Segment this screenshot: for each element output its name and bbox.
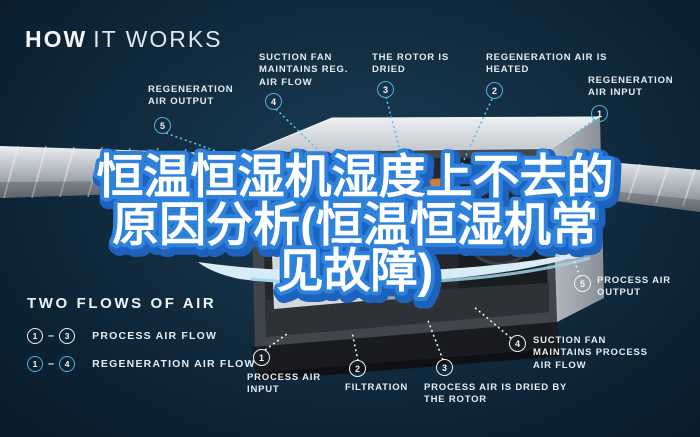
legend-row-label: REGENERATION AIR FLOW [92, 358, 256, 370]
step-number-badge: 4 [265, 93, 282, 110]
callout-process-air-dried: 3 PROCESS AIR IS DRIED BY THE ROTOR [424, 359, 584, 407]
callout-label: PROCESS AIR OUTPUT [597, 275, 671, 299]
callout-label: PROCESS AIR IS DRIED BY THE ROTOR [424, 382, 567, 406]
legend-title: TWO FLOWS OF AIR [27, 295, 217, 312]
legend-row-label: PROCESS AIR FLOW [92, 330, 218, 342]
callout-process-air-output: 5 PROCESS AIR OUTPUT [574, 275, 684, 300]
legend-row-process: 1 – 3 PROCESS AIR FLOW [27, 328, 217, 344]
legend-range-end: 4 [59, 356, 76, 372]
callout-label: FILTRATION [345, 382, 409, 393]
legend-range-end: 3 [59, 328, 76, 344]
step-number-badge: 2 [349, 360, 366, 377]
legend-range-separator: – [48, 330, 55, 342]
callout-label: REGENERATION AIR INPUT [588, 75, 674, 99]
page-title-light: IT WORKS [93, 26, 223, 52]
legend-range-start: 1 [27, 356, 43, 372]
legend-range-start: 1 [27, 328, 43, 344]
headline-line3: 见故障) [277, 244, 434, 297]
regeneration-leader-lines [165, 96, 595, 187]
step-number-badge: 2 [486, 82, 503, 99]
callout-label: REGENERATION AIR OUTPUT [148, 84, 234, 108]
step-number-badge: 5 [154, 117, 171, 134]
callout-rotor-is-dried: THE ROTOR IS DRIED 3 [372, 52, 457, 98]
cabinet-illustration [249, 116, 604, 381]
step-number-badge: 3 [377, 81, 394, 98]
step-number-badge: 5 [574, 275, 591, 292]
headline-shadow-line2: 原因分析(恒温恒湿机常 [115, 202, 601, 255]
callout-process-air-input: 1 PROCESS AIR INPUT [247, 349, 337, 397]
callout-suction-fan-process: 4 SUCTION FAN MAINTAINS PROCESS AIR FLOW [509, 335, 659, 372]
step-number-badge: 4 [509, 335, 526, 352]
headline-line1: 恒温恒湿机湿度上不去的 [97, 150, 614, 203]
headline-shadow-line3: 见故障) [280, 248, 437, 301]
callout-label: SUCTION FAN MAINTAINS REG. AIR FLOW [259, 52, 349, 88]
process-leader-lines [264, 250, 581, 362]
callout-filtration: 2 FILTRATION [345, 360, 445, 394]
legend-range-separator: – [48, 358, 55, 370]
callout-regeneration-air-heated: REGENERATION AIR IS HEATED 2 [486, 52, 611, 99]
callout-label: REGENERATION AIR IS HEATED [486, 52, 608, 76]
step-number-badge: 1 [253, 349, 270, 366]
headline-line2: 原因分析(恒温恒湿机常 [112, 198, 598, 251]
step-number-badge: 3 [436, 359, 453, 376]
left-duct-illustration [0, 145, 248, 199]
callout-regeneration-air-output: REGENERATION AIR OUTPUT 5 [148, 84, 243, 134]
legend-row-regeneration: 1 – 4 REGENERATION AIR FLOW [27, 356, 256, 372]
callout-suction-fan-reg: SUCTION FAN MAINTAINS REG. AIR FLOW 4 [259, 52, 359, 110]
callout-label: THE ROTOR IS DRIED [372, 52, 449, 76]
step-number-badge: 1 [591, 105, 608, 122]
swoosh-decoration [198, 249, 596, 286]
callout-label: SUCTION FAN MAINTAINS PROCESS AIR FLOW [533, 335, 648, 371]
page-title-bold: HOW [25, 26, 88, 52]
callout-label: PROCESS AIR INPUT [247, 372, 321, 396]
headline-shadow-line1: 恒温恒湿机湿度上不去的 [100, 154, 617, 207]
callout-regeneration-air-input: REGENERATION AIR INPUT 1 [588, 75, 683, 122]
